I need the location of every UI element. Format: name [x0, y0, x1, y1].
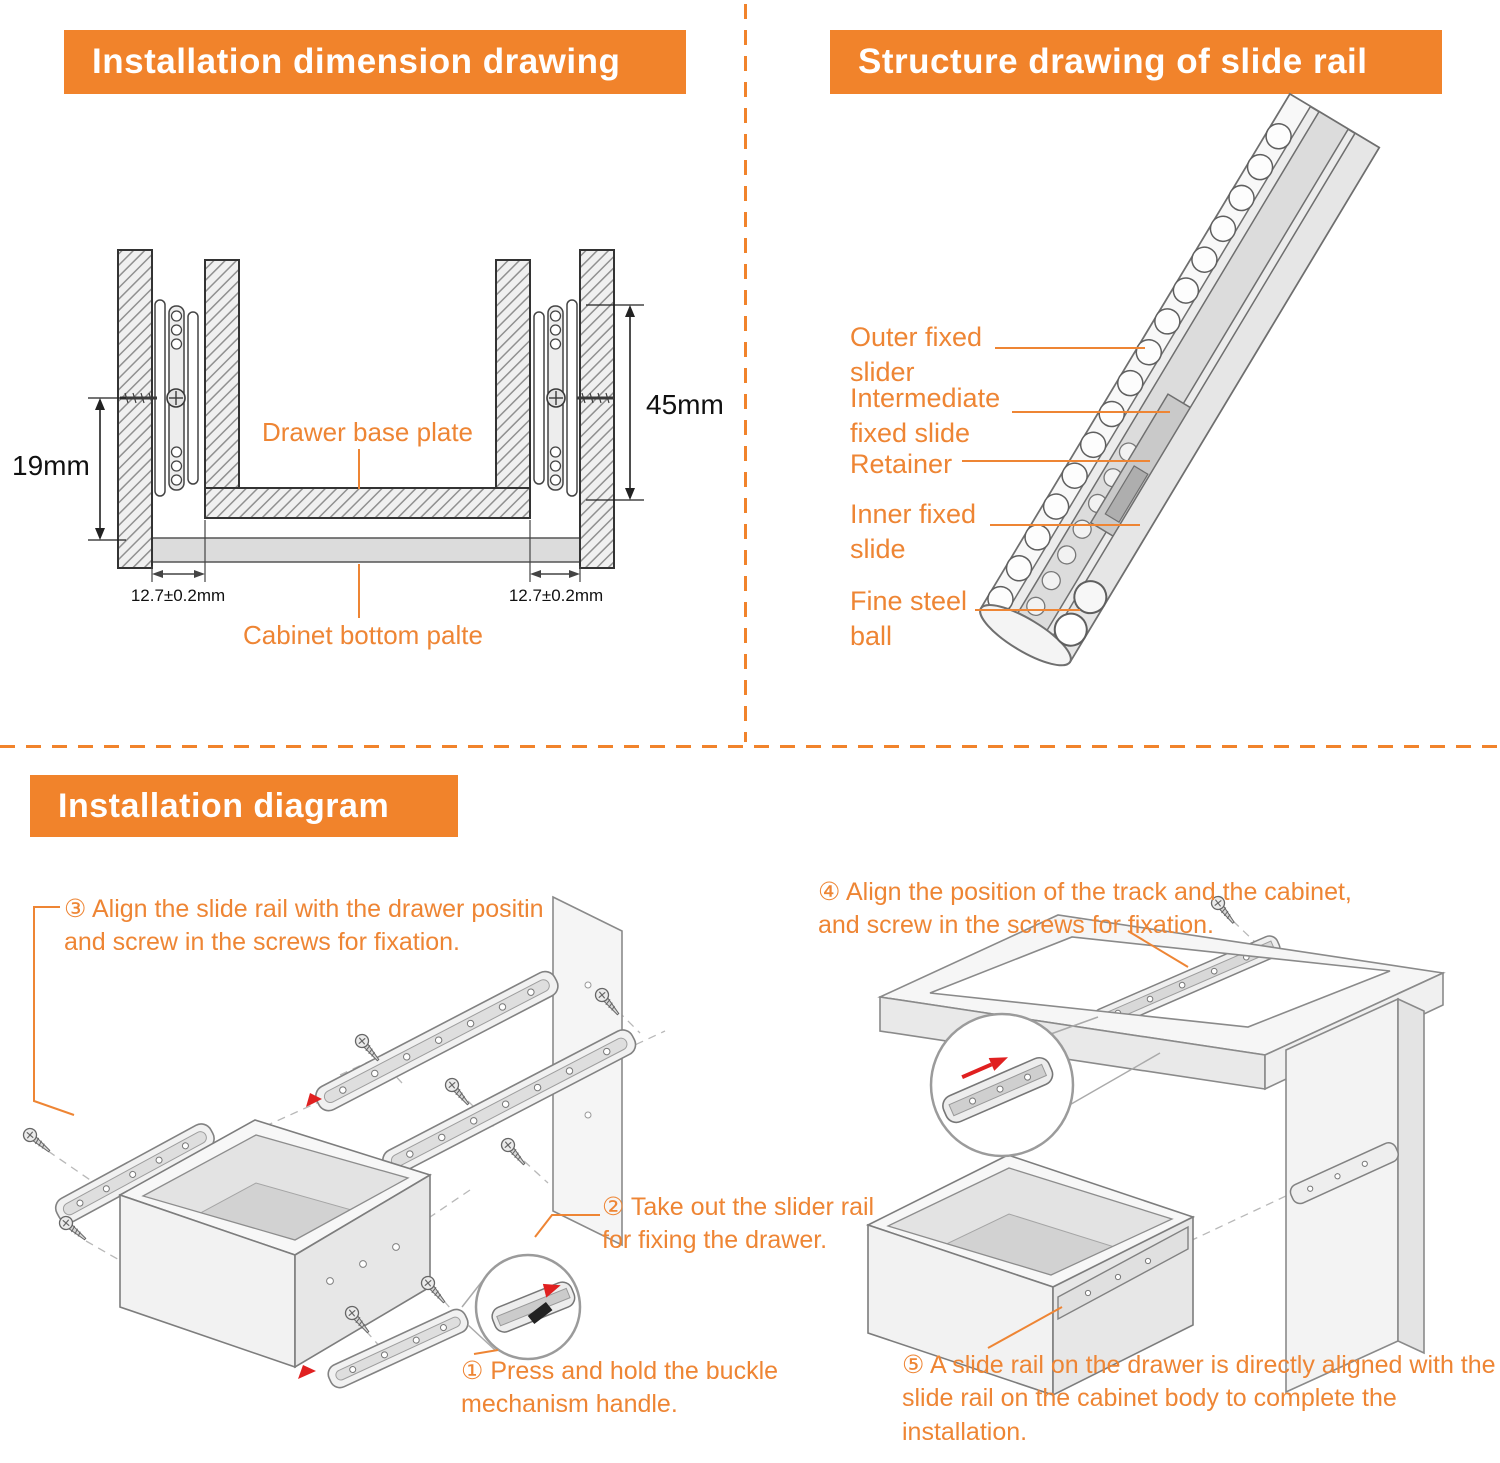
cross-section-drawing: 19mm 45mm 12.7±0.2mm 12.7±0.2mm	[12, 249, 724, 605]
slide-rail-upper	[315, 970, 559, 1112]
label-outer-fixed-slider: Outer fixed slider	[850, 322, 983, 387]
left-drawer-wall	[204, 259, 240, 519]
step-leader-lines	[33, 906, 1189, 1355]
dim-45mm-label: 45mm	[646, 389, 724, 420]
mounting-screw-right	[546, 388, 614, 408]
label-inner-fixed-slide: Inner fixed slide	[850, 499, 977, 564]
vertical-divider	[744, 4, 747, 742]
step-5-text: ⑤ A slide rail on the drawer is directly…	[902, 1351, 1496, 1446]
dim-12.7-left-label: 12.7±0.2mm	[131, 586, 225, 605]
step-1-text: ① Press and hold the buckle mechanism ha…	[461, 1357, 779, 1419]
section-title-installation: Installation diagram	[30, 775, 458, 837]
right-outer-wall	[579, 249, 615, 569]
dim-12.7-right-label: 12.7±0.2mm	[509, 586, 603, 605]
step-3-text: ③ Align the slide rail with the drawer p…	[64, 895, 544, 957]
drawer-base-plate	[204, 487, 531, 519]
slide-rail-under-top	[1092, 935, 1281, 1031]
mounting-screw-left	[120, 388, 186, 408]
step-4-text: ④ Align the position of the track and th…	[818, 878, 1352, 940]
installation-diagram-drawing	[20, 893, 1446, 1397]
label-fine-steel-ball: Fine steel ball	[850, 586, 968, 651]
drawer-mounted-rail	[1057, 1225, 1189, 1321]
slide-rail-structure-drawing	[962, 92, 1381, 667]
drawer-base-plate-leader	[358, 449, 360, 489]
step-2-text: ② Take out the slider rail for fixing th…	[602, 1193, 875, 1255]
slide-rail-cross-right	[533, 299, 614, 497]
horizontal-divider	[0, 745, 1500, 748]
slide-rail-on-drawer	[327, 1308, 469, 1389]
dimension-45mm	[586, 304, 644, 501]
zoom-detail-buckle	[461, 1253, 582, 1361]
slide-rail-lower	[382, 1029, 637, 1176]
cabinet-bottom-plate-leader	[358, 564, 360, 618]
zoom-detail-rail	[929, 1012, 1161, 1158]
drawer-box	[118, 1119, 432, 1369]
left-outer-wall	[117, 249, 153, 569]
section-title-structure: Structure drawing of slide rail	[830, 30, 1442, 94]
red-arrows	[298, 1093, 322, 1379]
buckle-handle	[527, 1302, 553, 1324]
dim-19mm-label: 19mm	[12, 450, 90, 481]
label-intermediate-fixed-slide: Intermediate fixed slide	[850, 383, 1001, 448]
ball-row-outer	[987, 122, 1292, 613]
slide-rail-on-panel	[1289, 1142, 1399, 1205]
fine-steel-ball-part	[1053, 612, 1088, 647]
drawer-base-plate-label: Drawer base plate	[262, 417, 473, 447]
dimension-12.7-left	[151, 520, 206, 582]
slide-rail-cross-left	[120, 299, 199, 497]
section-title-dimension: Installation dimension drawing	[64, 30, 686, 94]
dimension-12.7-right	[529, 520, 581, 582]
cabinet-bottom-plate-label: Cabinet bottom palte	[243, 620, 483, 650]
cabinet-assembly	[877, 914, 1446, 1394]
drawer-box-right	[865, 1154, 1196, 1397]
slide-rail-3d	[979, 92, 1381, 667]
structure-leader-lines	[962, 347, 1170, 611]
dimension-19mm	[88, 397, 126, 541]
cabinet-bottom-plate	[117, 537, 615, 563]
label-retainer: Retainer	[850, 449, 953, 479]
right-drawer-wall	[495, 259, 531, 519]
